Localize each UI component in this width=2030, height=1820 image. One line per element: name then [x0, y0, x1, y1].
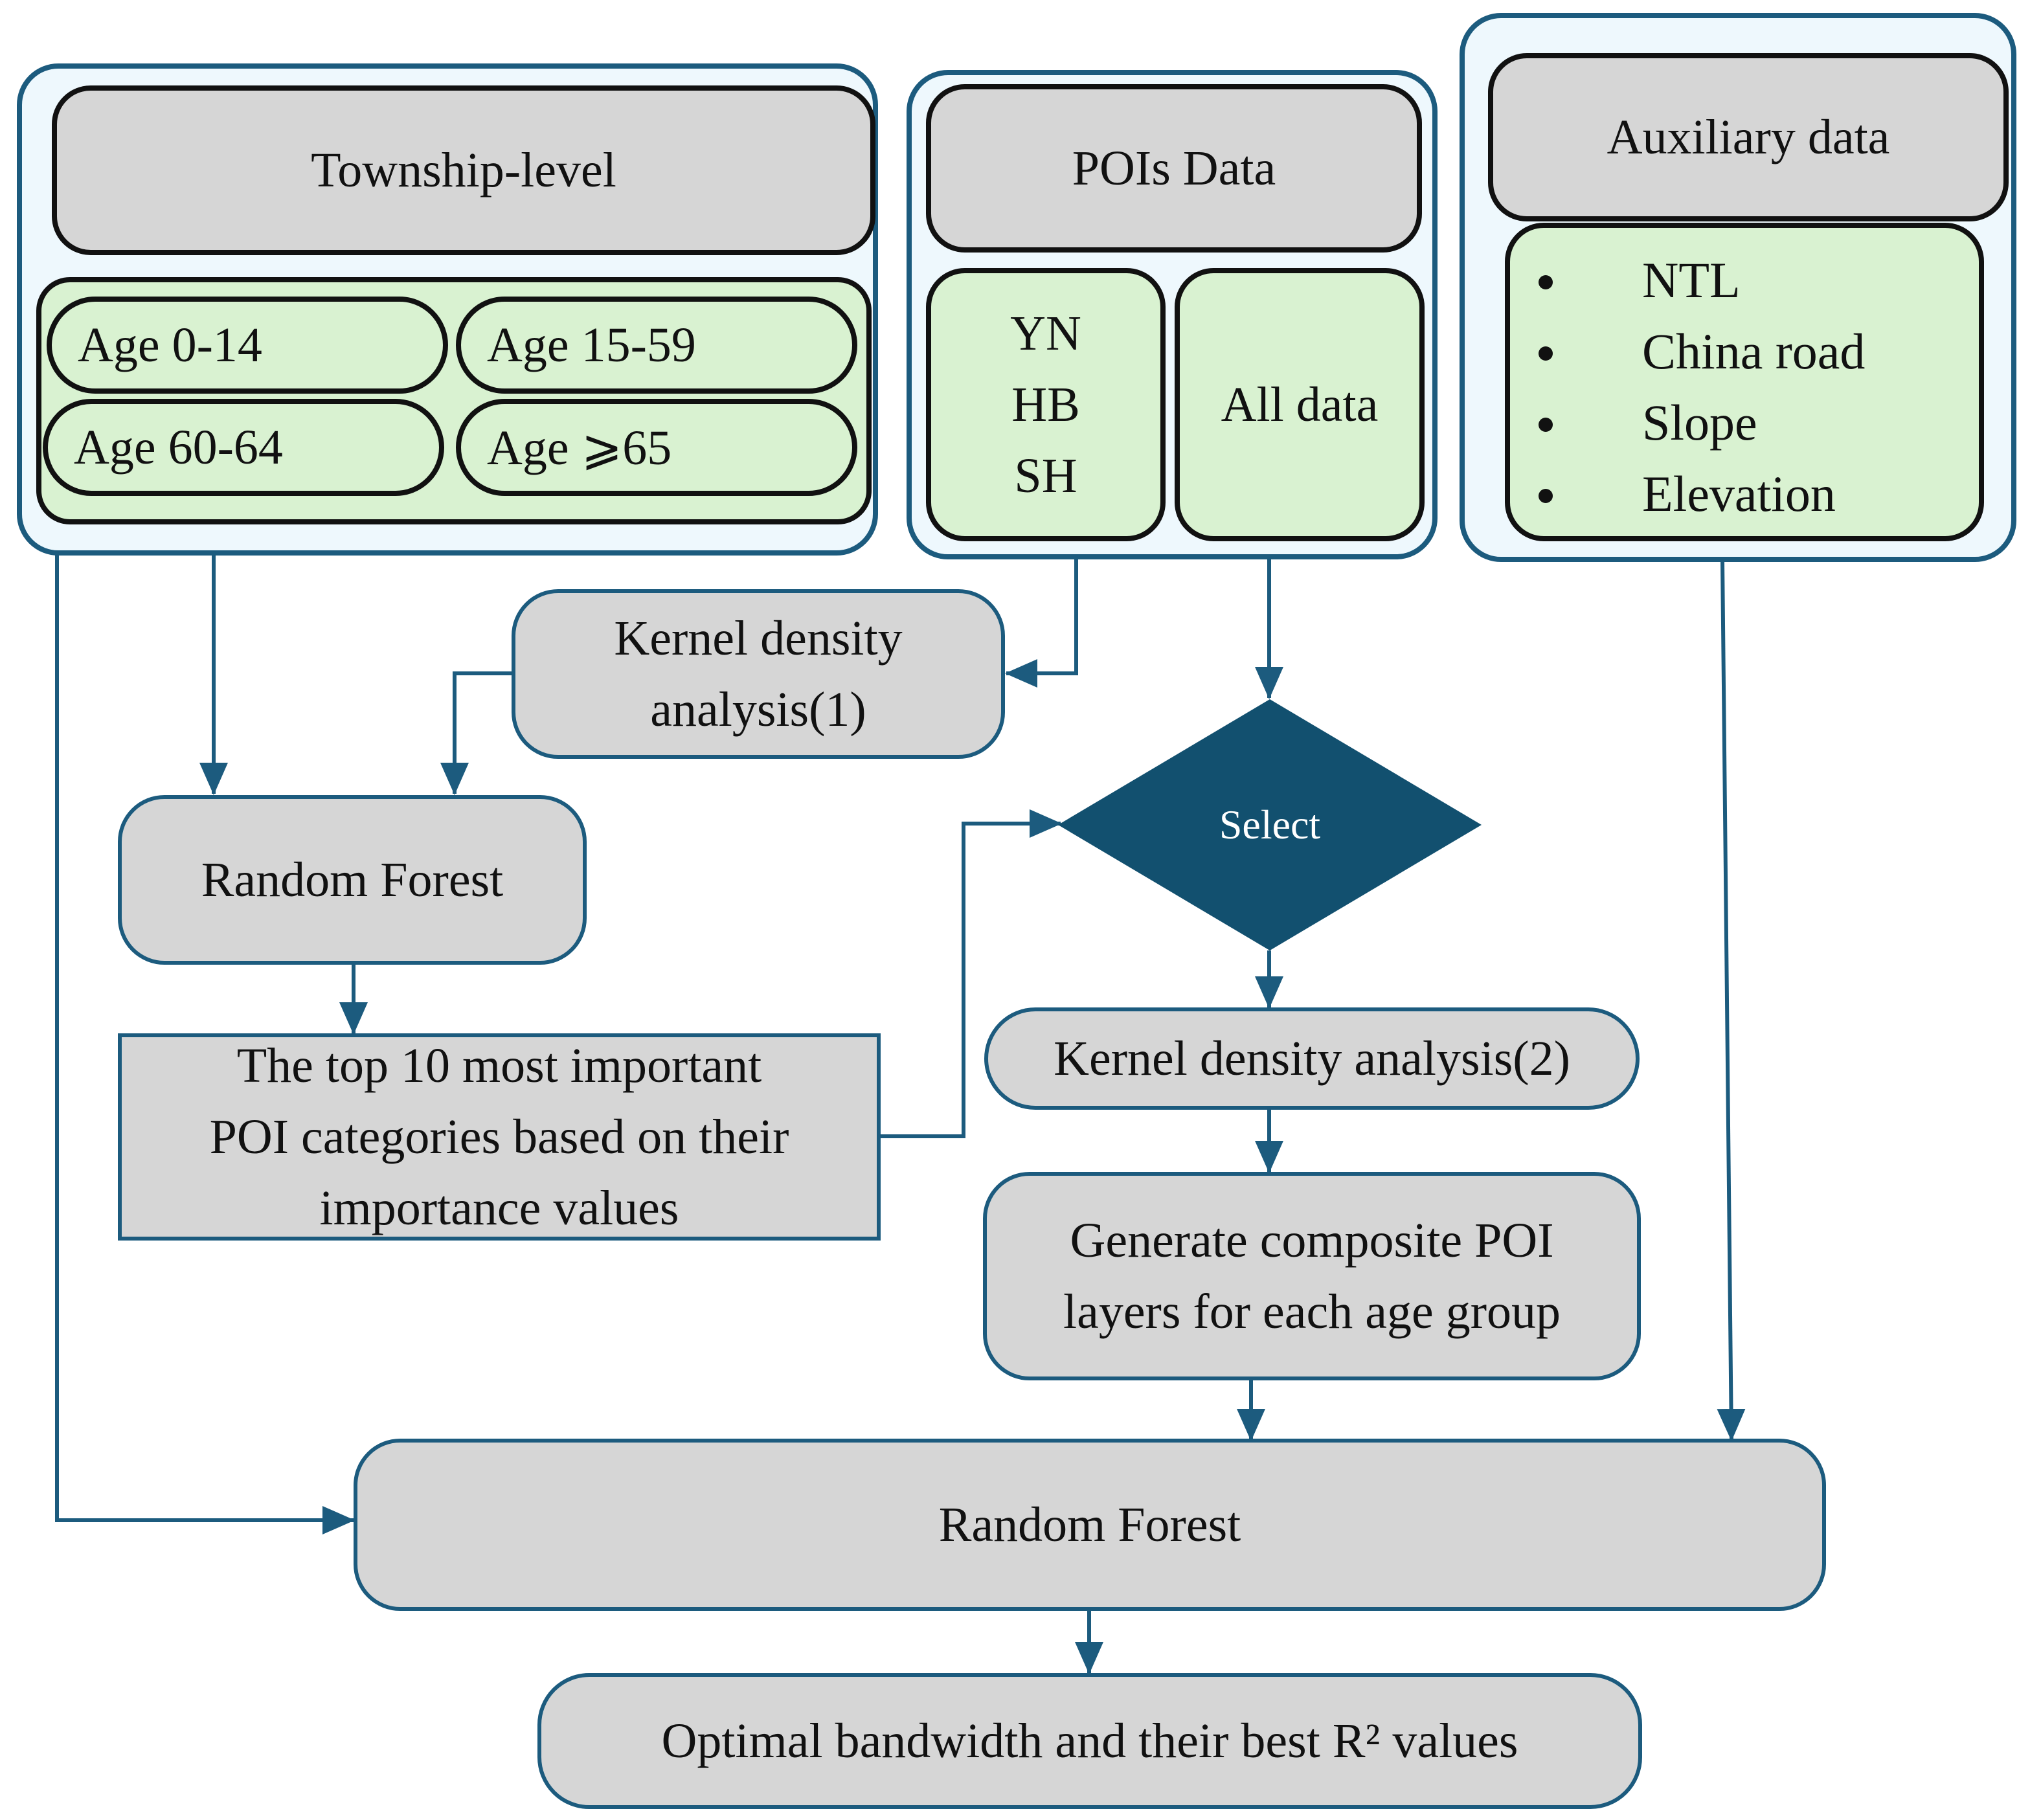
- auxiliary-title: Auxiliary data: [1607, 110, 1890, 164]
- township-title-box: Township-level: [52, 85, 875, 255]
- age-group-container: Age 0-14 Age 15-59 Age 60-64 Age ⩾65: [36, 277, 872, 524]
- top10-box: The top 10 most important POI categories…: [118, 1033, 881, 1241]
- region-hb: HB: [1011, 377, 1080, 432]
- optimal-label: Optimal bandwidth and their best R² valu…: [661, 1714, 1518, 1768]
- aux-item-slope: Slope: [1510, 387, 1979, 458]
- arrow-kde1-to-rf1: [440, 671, 513, 795]
- kde1-line-1: Kernel density: [614, 611, 903, 666]
- arrow-auxiliary-to-rf2: [1717, 560, 1746, 1441]
- kde1-line-2: analysis(1): [650, 682, 866, 737]
- age-15-59: Age 15-59: [456, 297, 857, 394]
- region-sh: SH: [1014, 449, 1077, 503]
- rf2-label: Random Forest: [938, 1498, 1241, 1552]
- auxiliary-list-box: NTL China road Slope Elevation: [1505, 223, 1984, 541]
- aux-item-china-road: China road: [1510, 316, 1979, 387]
- top10-line-3: importance values: [319, 1181, 679, 1235]
- kde2-label: Kernel density analysis(2): [1054, 1031, 1570, 1086]
- aux-item-ntl: NTL: [1510, 245, 1979, 316]
- pois-title-box: POIs Data: [926, 84, 1422, 253]
- all-data-label: All data: [1221, 377, 1379, 432]
- composite-box: Generate composite POI layers for each a…: [983, 1172, 1641, 1380]
- township-panel: Township-level Age 0-14 Age 15-59 Age 60…: [17, 63, 878, 556]
- poi-regions-box: YN HB SH: [926, 268, 1166, 541]
- arrow-regions-to-kde1: [1005, 534, 1078, 688]
- township-title: Township-level: [311, 143, 616, 197]
- top10-line-1: The top 10 most important: [236, 1039, 762, 1093]
- region-yn: YN: [1010, 306, 1081, 361]
- select-label-wrap: Select: [1055, 697, 1484, 953]
- select-label: Select: [1219, 802, 1321, 848]
- optimal-box: Optimal bandwidth and their best R² valu…: [537, 1673, 1642, 1809]
- select-diamond: [1058, 699, 1482, 950]
- composite-line-1: Generate composite POI: [1070, 1213, 1554, 1268]
- aux-item-elevation: Elevation: [1510, 458, 1979, 530]
- auxiliary-title-box: Auxiliary data: [1488, 53, 2009, 221]
- pois-title: POIs Data: [1072, 141, 1276, 196]
- rf1-label: Random Forest: [201, 853, 504, 907]
- age-60-64: Age 60-64: [43, 399, 444, 496]
- top10-line-2: POI categories based on their: [209, 1110, 789, 1164]
- kde2-box: Kernel density analysis(2): [984, 1007, 1640, 1110]
- rf1-box: Random Forest: [118, 795, 587, 965]
- rf2-box: Random Forest: [354, 1439, 1826, 1611]
- poi-all-data-box: All data: [1175, 268, 1425, 541]
- age-65-plus: Age ⩾65: [456, 399, 857, 496]
- arrow-township-to-rf2: [55, 552, 355, 1534]
- composite-line-2: layers for each age group: [1063, 1285, 1561, 1339]
- arrow-top10-to-select: [879, 809, 1062, 1138]
- kde1-box: Kernel density analysis(1): [512, 589, 1005, 759]
- pois-panel: POIs Data YN HB SH All data: [907, 70, 1438, 559]
- auxiliary-panel: Auxiliary data NTL China road Slope Elev…: [1460, 13, 2016, 562]
- age-0-14: Age 0-14: [47, 297, 448, 394]
